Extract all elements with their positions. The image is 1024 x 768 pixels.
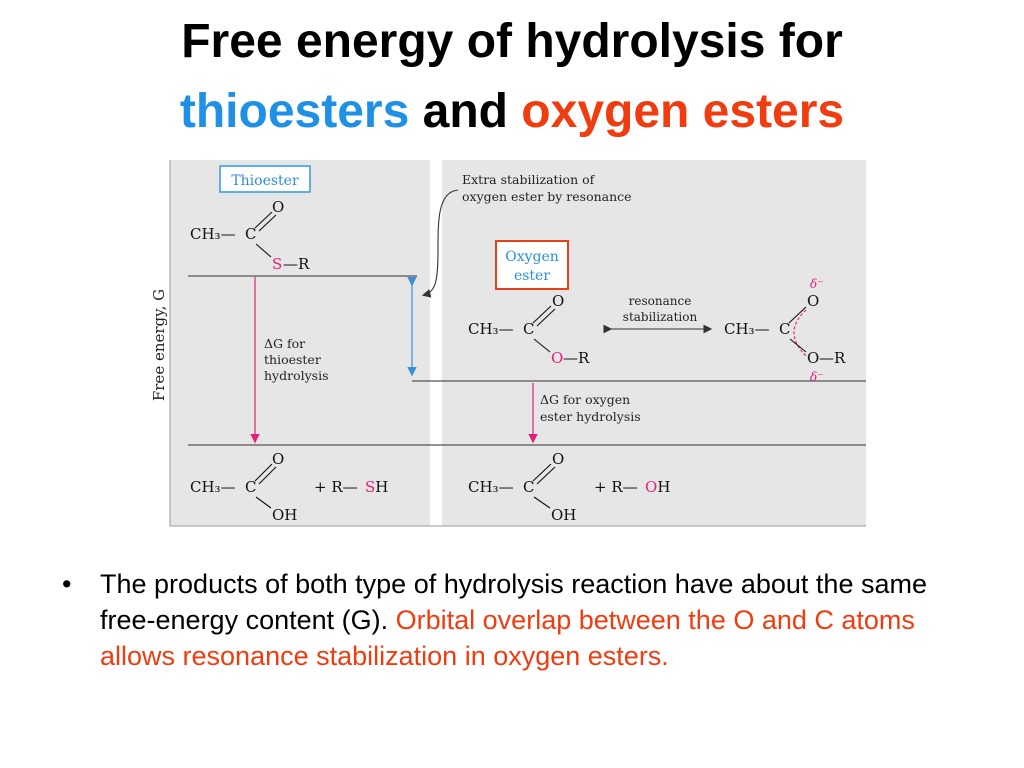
hybrid-ch3: CH₃— (724, 320, 770, 338)
prod-left-o: O (272, 450, 284, 468)
oxygen-ester-label-line2: ester (514, 268, 550, 284)
dg-thio-line1: ΔG for (264, 336, 305, 351)
bullet-point: • The products of both type of hydrolysi… (62, 566, 962, 674)
prod-left-c-oh-bond (255, 496, 272, 509)
prod-right-o-atom: O (645, 478, 657, 496)
dg-oxy-line1: ΔG for oxygen (540, 392, 630, 407)
title-oxygen-esters: oxygen esters (521, 85, 845, 138)
hybrid-o-bottom: O (807, 349, 819, 367)
extra-stab-line1: Extra stabilization of (462, 172, 596, 187)
oxy-double-bond-2 (536, 308, 556, 327)
prod-left-double-2 (258, 466, 277, 485)
thioester-label-box (219, 165, 311, 193)
dg-thio-line2: thioester (264, 352, 321, 367)
hybrid-delta-top: δ⁻ (810, 277, 824, 291)
title-and: and (409, 85, 522, 138)
thio-o: O (272, 198, 284, 216)
hybrid-bond-top (788, 306, 807, 324)
dg-thio-line3: hydrolysis (264, 368, 329, 383)
prod-right-oh: OH (551, 506, 576, 524)
slide-title-line2: thioesters and oxygen esters (0, 84, 1024, 139)
right-panel (442, 160, 866, 526)
prod-right-o: O (552, 450, 564, 468)
prod-left-ch3: CH₃— (190, 478, 236, 496)
prod-right-ch3: CH₃— (468, 478, 514, 496)
hybrid-delta-bottom: δ⁻ (810, 370, 824, 384)
bullet-text-red: Orbital overlap between the O and C atom… (100, 605, 915, 671)
thio-c: C (245, 225, 256, 243)
dg-oxy-line2: ester hydrolysis (540, 409, 641, 424)
hybrid-partial-arc (793, 309, 807, 357)
prod-left-plus-r: + R— (314, 478, 358, 496)
resonance-label-line1: resonance (629, 294, 692, 308)
oxy-ch3: CH₃— (468, 320, 514, 338)
oxy-c-o-bond (533, 338, 551, 353)
hybrid-r: —R (819, 349, 846, 367)
prod-right-plus-r: + R— (594, 478, 638, 496)
prod-right-double-1 (532, 463, 552, 482)
prod-right-c-oh-bond (533, 496, 551, 509)
prod-left-oh: OH (272, 506, 297, 524)
oxy-double-bond-1 (532, 305, 552, 324)
y-axis-label: Free energy, G (150, 289, 168, 401)
thio-s: S (272, 255, 282, 273)
oxygen-ester-label-box (495, 240, 569, 290)
bullet-text-black: The products of both type of hydrolysis … (100, 569, 927, 635)
hybrid-o-top: O (807, 292, 819, 310)
title-thioesters: thioesters (179, 85, 410, 138)
prod-right-h: H (657, 478, 670, 496)
prod-right-oh-group: OH (645, 478, 670, 496)
bullet-text: The products of both type of hydrolysis … (100, 566, 962, 674)
oxygen-ester-label-line1: Oxygen (505, 249, 559, 265)
extra-stab-pointer (421, 189, 459, 298)
oxy-r: —R (563, 349, 590, 367)
left-panel (170, 160, 430, 526)
prod-right-double-2 (536, 466, 556, 485)
hybrid-bond-bottom (789, 338, 807, 353)
oxy-c: C (523, 320, 534, 338)
resonance-label-line2: stabilization (623, 310, 698, 324)
prod-left-h: H (375, 478, 388, 496)
prod-right-c: C (523, 478, 534, 496)
hydrolysis-energy-diagram: Free energy, G Thioester CH₃— C O S —R Δ… (150, 160, 866, 527)
thio-r: —R (283, 255, 310, 273)
hybrid-c: C (779, 320, 790, 338)
prod-left-sh: SH (365, 478, 388, 496)
bullet-marker: • (62, 569, 72, 599)
prod-left-c: C (245, 478, 256, 496)
oxy-o-carbonyl: O (552, 292, 564, 310)
prod-left-double-1 (254, 463, 273, 482)
oxy-o-ester: O (551, 349, 563, 367)
prod-left-s: S (365, 478, 375, 496)
thio-double-bond-1 (254, 211, 273, 229)
thioester-label: Thioester (231, 173, 299, 189)
slide-title-line1: Free energy of hydrolysis for (181, 15, 843, 68)
extra-stab-line2: oxygen ester by resonance (462, 189, 632, 204)
thio-double-bond-2 (258, 214, 277, 232)
thio-ch3: CH₃— (190, 225, 236, 243)
thio-c-s-bond (255, 243, 272, 258)
